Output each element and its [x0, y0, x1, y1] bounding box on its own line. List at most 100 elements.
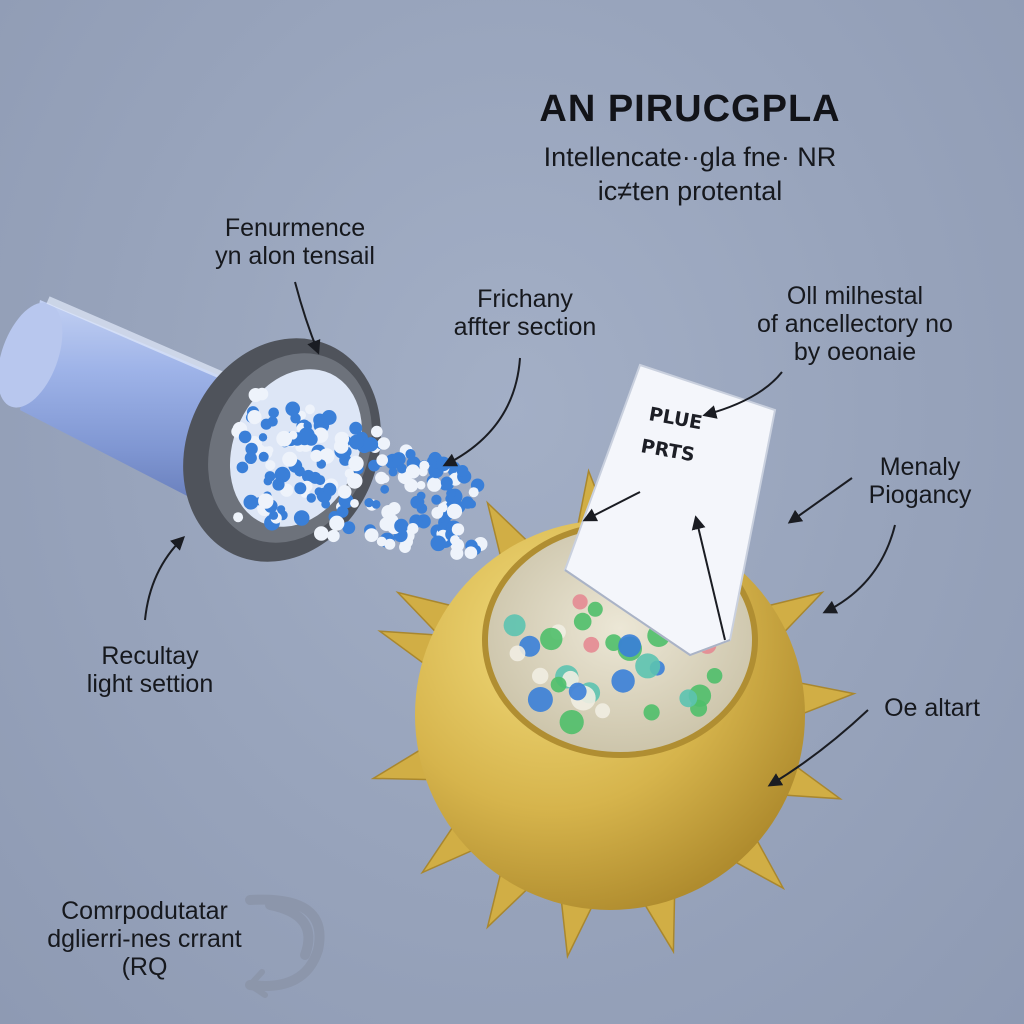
particle [258, 451, 269, 462]
cavity-bead [568, 682, 587, 701]
particle [243, 494, 259, 510]
label-line: yn alon tensail [215, 242, 375, 270]
particle [309, 471, 322, 484]
arrow-particles [442, 357, 521, 467]
particle [375, 471, 388, 485]
particle [264, 471, 276, 482]
label-line: Piogancy [868, 481, 972, 509]
particle [377, 437, 391, 450]
tube [0, 296, 230, 500]
cavity-bead [572, 594, 588, 610]
arrow-tube-top [294, 281, 321, 355]
particle [349, 434, 365, 450]
particle [255, 387, 269, 401]
cavity-bead [595, 703, 611, 719]
particle [267, 416, 278, 427]
particle [364, 528, 379, 542]
page-subtitle: Intellencate··gla fne· NR ic≠ten protent… [470, 140, 910, 208]
cavity-bead [605, 634, 623, 651]
particle [321, 499, 331, 509]
particle [346, 473, 363, 489]
particle [233, 512, 244, 523]
particle [265, 460, 276, 471]
particle [388, 467, 398, 477]
cavity-bead [509, 645, 526, 662]
label-right-spikes: Menaly Piogancy [850, 453, 990, 509]
particle [431, 507, 444, 519]
particle [456, 465, 469, 477]
label-card-callout: Oll milhestal of ancellectory no by oeon… [730, 282, 980, 366]
particle [269, 510, 279, 520]
particle [245, 442, 258, 456]
particle [430, 535, 447, 552]
particle [407, 523, 419, 535]
arrow-tube-bottom [144, 536, 186, 621]
cavity-bead [540, 627, 563, 651]
particle [314, 526, 329, 541]
arrow-spikes-1 [787, 477, 853, 524]
particle [277, 505, 286, 514]
label-line: Menaly [879, 453, 961, 481]
particle [388, 502, 401, 515]
label-line: Comrpodutatar [61, 897, 228, 925]
particle [396, 463, 407, 474]
particle [376, 454, 389, 466]
particle [294, 482, 307, 495]
label-bottom-right: Oe altart [862, 694, 1002, 722]
particle [384, 538, 396, 550]
label-tube-bottom: Recultay light settion [60, 642, 240, 698]
particle [337, 485, 352, 499]
particle [376, 536, 387, 547]
particle [327, 529, 340, 543]
cavity-bead [587, 601, 603, 617]
label-line: Fenurmence [224, 214, 366, 242]
particle [450, 535, 460, 546]
cavity-bead [643, 704, 660, 721]
subtitle-line: Intellencate··gla fne· NR [543, 142, 837, 172]
particle [371, 500, 381, 509]
particle [321, 410, 337, 425]
label-line: Oll milhestal [786, 282, 924, 310]
cavity-bead [532, 667, 549, 685]
particle [282, 451, 298, 467]
cavity-bead [573, 612, 592, 631]
particle [405, 449, 416, 460]
label-line: Recultay [101, 642, 199, 670]
cavity-bead [503, 614, 526, 637]
particle [394, 518, 409, 534]
page-title: AN PIRUCGPLA [539, 88, 841, 130]
particle [288, 430, 298, 440]
particle [272, 478, 285, 491]
particle [349, 421, 363, 435]
particle-stream [231, 387, 488, 560]
cavity-bead [527, 687, 553, 712]
swirl-icon [245, 894, 325, 998]
particle [247, 410, 262, 425]
particle [468, 487, 479, 498]
label-particles: Frichany affter section [425, 285, 625, 341]
spike [797, 681, 857, 716]
label-line: (RQ [121, 953, 168, 981]
particle [371, 425, 383, 438]
particle [329, 515, 345, 531]
particle [238, 430, 252, 444]
particle [258, 493, 274, 509]
particle [399, 541, 411, 553]
particle [446, 503, 463, 519]
particle [350, 499, 359, 508]
label-line: by oeonaie [793, 338, 917, 366]
particle [258, 433, 268, 442]
cavity-bead [618, 634, 642, 658]
particle [419, 460, 430, 471]
particle [276, 430, 293, 447]
label-line: of ancellectory no [757, 310, 953, 338]
particle [363, 437, 379, 452]
cavity-bead [550, 676, 567, 693]
particle [416, 491, 426, 501]
particle [285, 401, 301, 417]
particle [380, 484, 390, 494]
label-line: Frichany [477, 285, 573, 313]
particle [464, 546, 478, 559]
arrow-spikes-2 [822, 524, 896, 614]
